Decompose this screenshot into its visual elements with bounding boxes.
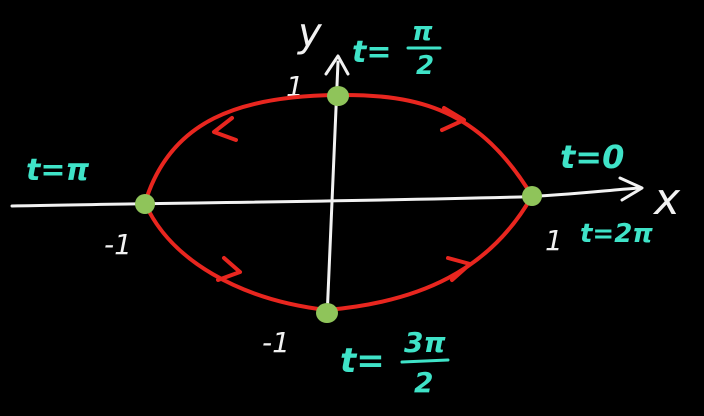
direction-arrow-lower-left bbox=[216, 256, 242, 282]
point-t-0 bbox=[522, 186, 542, 206]
tick-label-x-neg: -1 bbox=[104, 228, 132, 261]
annotation-t-pi-over-2: t= π 2 bbox=[352, 17, 442, 81]
annotation-t-pi-over-2-denominator: 2 bbox=[416, 51, 434, 81]
tick-label-y-pos: 1 bbox=[286, 70, 304, 103]
point-t-pi-over-2 bbox=[327, 86, 349, 106]
x-axis-label: x bbox=[652, 174, 681, 225]
annotation-t-3pi-over-2-prefix: t= bbox=[340, 341, 385, 381]
x-axis bbox=[10, 186, 642, 208]
direction-arrow-upper-right bbox=[440, 106, 466, 132]
annotation-t-pi-over-2-numerator: π bbox=[412, 17, 433, 47]
annotation-t-0: t=0 bbox=[560, 138, 624, 176]
x-axis-arrowhead bbox=[618, 176, 644, 202]
annotation-t-pi-over-2-prefix: t= bbox=[352, 35, 391, 70]
point-t-pi bbox=[135, 194, 155, 214]
point-t-3pi-over-2 bbox=[316, 303, 338, 323]
y-axis-arrowhead bbox=[324, 54, 350, 76]
tick-label-y-neg: -1 bbox=[262, 326, 290, 359]
direction-arrow-lower-right bbox=[446, 256, 472, 282]
annotation-t-pi: t=π bbox=[26, 153, 89, 188]
annotation-t-3pi-over-2: t= 3π 2 bbox=[340, 326, 450, 399]
tick-label-x-pos: 1 bbox=[545, 224, 563, 257]
annotation-t-3pi-over-2-numerator: 3π bbox=[404, 326, 446, 359]
annotation-t-2pi: t=2π bbox=[580, 219, 653, 249]
y-axis-label: y bbox=[297, 10, 323, 56]
direction-arrow-upper-left bbox=[212, 116, 238, 142]
annotation-t-3pi-over-2-bar bbox=[400, 358, 450, 364]
annotation-t-3pi-over-2-denominator: 2 bbox=[414, 366, 433, 399]
